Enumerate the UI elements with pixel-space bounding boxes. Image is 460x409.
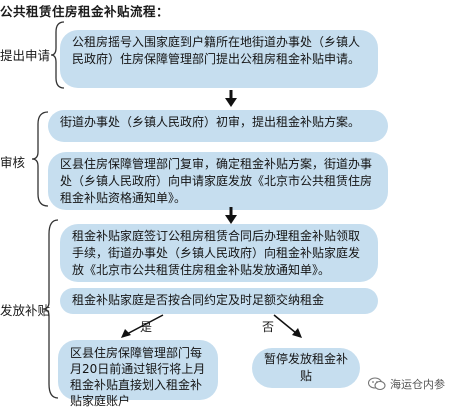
wechat-icon (367, 377, 386, 391)
arrow-no-branch (268, 314, 308, 342)
stage-label-apply: 提出申请 (0, 48, 51, 63)
stage-label-review: 审核 (0, 155, 26, 170)
branch-label-no: 否 (262, 320, 275, 334)
watermark: 海运仓内参 (367, 376, 445, 392)
stage-label-issue: 发放补贴 (0, 303, 51, 318)
brace-apply (50, 20, 66, 90)
brace-issue (42, 218, 60, 400)
arrow-yes-branch (115, 314, 175, 342)
arrow-down-2 (224, 207, 238, 225)
box-issue-notice: 租金补贴家庭签订公租房租赁合同后办理租金补贴领取手续，街道办事处（乡镇人民政府）… (60, 224, 378, 282)
box-review-second: 区县住房保障管理部门复审，确定租金补贴方案，街道办事处（乡镇人民政府）向申请家庭… (48, 152, 388, 210)
brace-review (30, 110, 50, 208)
box-no-branch: 暂停发放租金补贴 (252, 348, 360, 388)
diagram-title: 公共租赁住房租金补贴流程： (0, 4, 170, 19)
box-review-first: 街道办事处（乡镇人民政府）初审，提出租金补贴方案。 (48, 110, 388, 142)
arrow-down-1 (224, 90, 238, 108)
box-apply: 公租房摇号入围家庭到户籍所在地街道办事处（乡镇人民政府）住房保障管理部门提出公租… (60, 30, 378, 88)
branch-label-yes: 是 (140, 320, 153, 334)
watermark-text: 海运仓内参 (390, 378, 445, 391)
box-check-rent: 租金补贴家庭是否按合同约定及时足额交纳租金 (60, 288, 378, 314)
box-yes-branch: 区县住房保障管理部门每月20日前通过银行将上月租金补贴直接划入租金补贴家庭账户 (58, 340, 218, 408)
